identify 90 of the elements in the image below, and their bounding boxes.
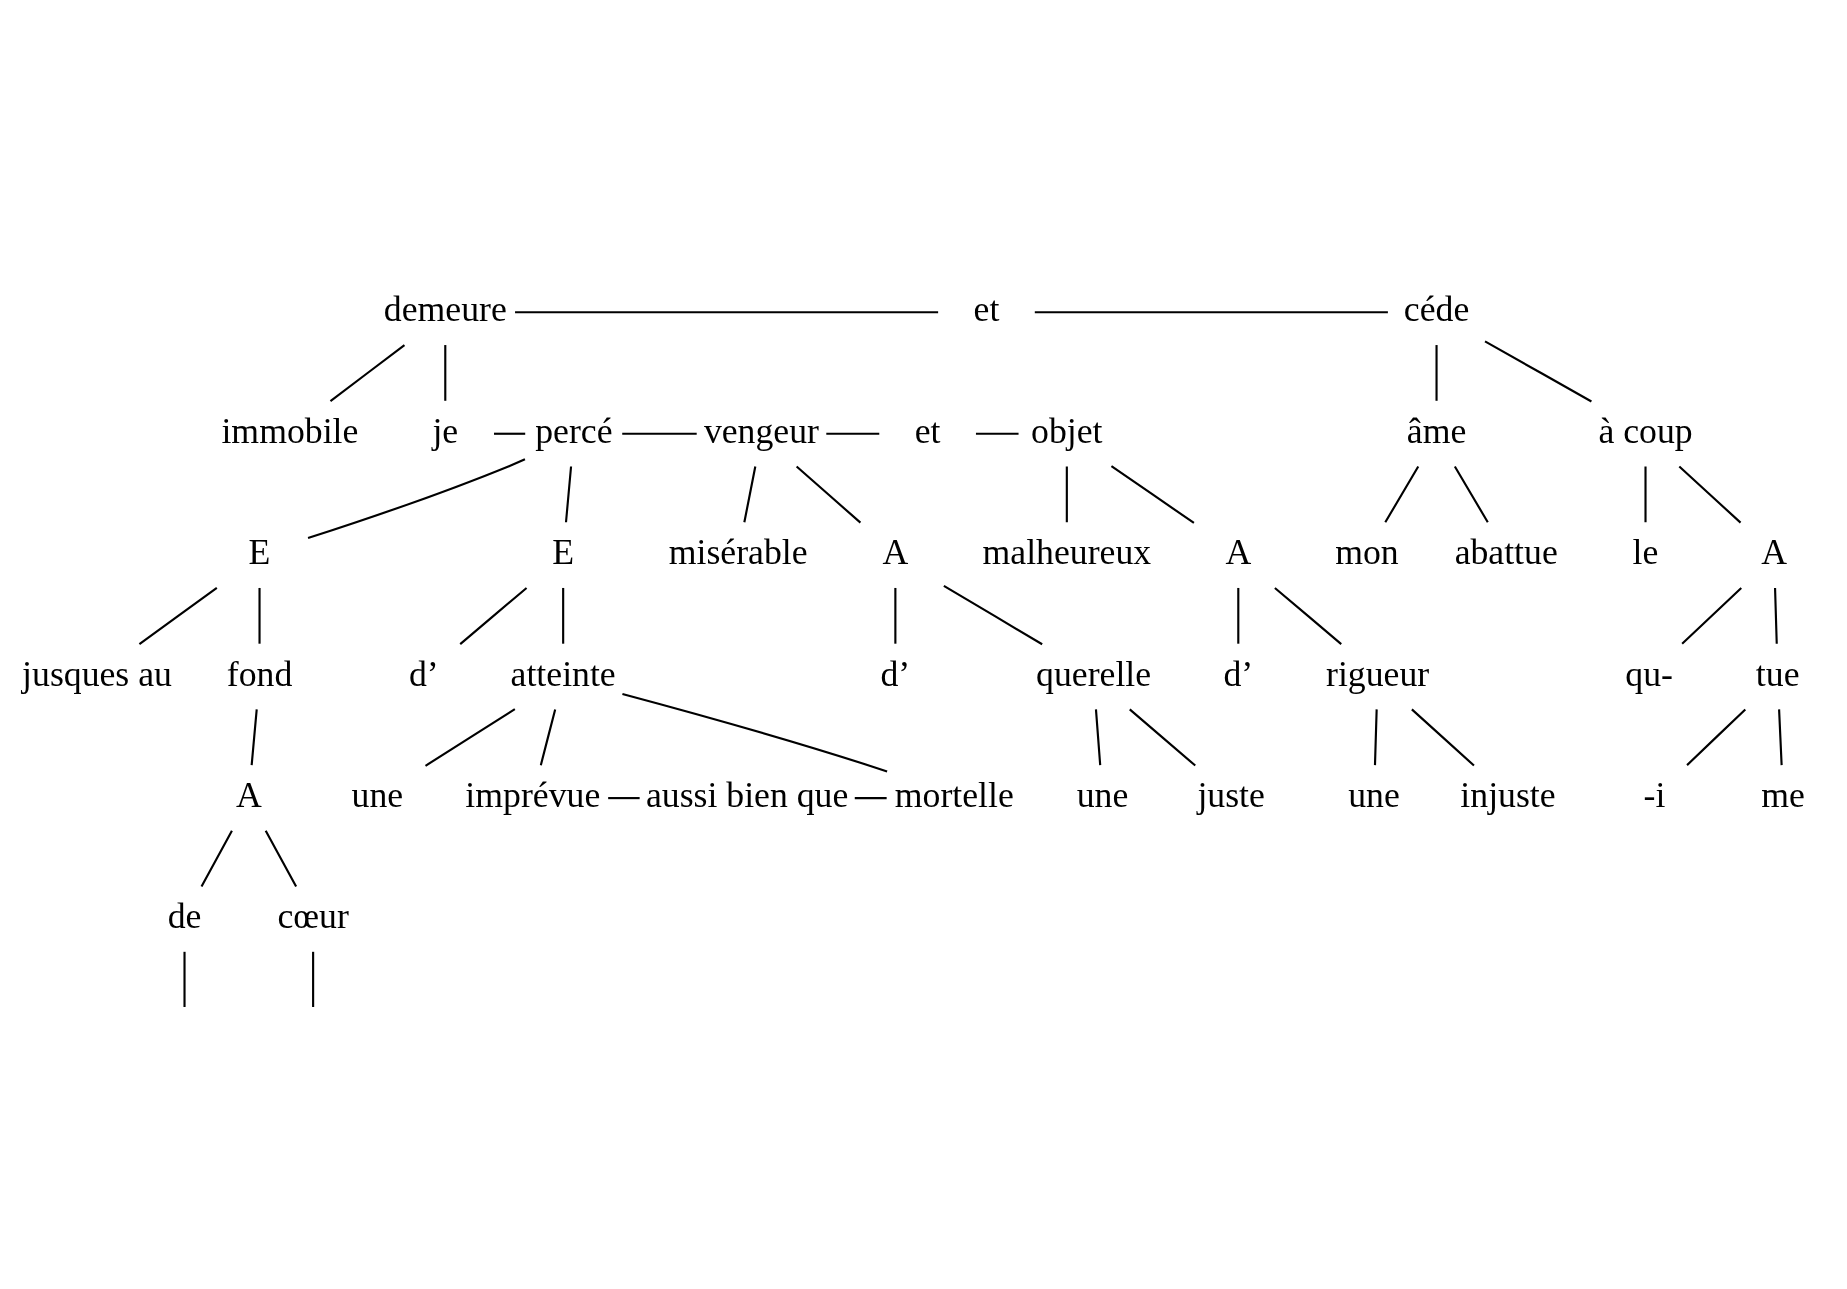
connector xyxy=(943,584,1043,646)
connector xyxy=(795,465,862,524)
connector xyxy=(1373,709,1378,766)
connector xyxy=(494,432,526,435)
node-text: me xyxy=(1761,775,1805,816)
node-text: A xyxy=(235,775,262,816)
connector xyxy=(854,797,887,800)
node-text: imprévue xyxy=(465,775,601,816)
node-text: une xyxy=(1348,775,1400,816)
node-text: E xyxy=(552,532,575,573)
node-text: mon xyxy=(1335,532,1399,573)
node-text: une xyxy=(351,775,404,816)
node-text: atteinte xyxy=(510,653,616,694)
node-text: qu- xyxy=(1625,653,1673,694)
connector xyxy=(1411,708,1475,767)
connector xyxy=(424,708,516,767)
connector xyxy=(1453,465,1489,523)
connector xyxy=(1644,466,1647,523)
node-text: de xyxy=(167,896,202,937)
connector xyxy=(622,432,697,435)
connector xyxy=(975,432,1019,435)
node-text: aussi bien que xyxy=(645,775,849,816)
connector xyxy=(1034,311,1388,314)
connector xyxy=(1384,465,1420,523)
node-text: injuste xyxy=(1460,775,1556,816)
node-text: fond xyxy=(226,653,293,694)
connector xyxy=(1678,465,1742,524)
node-text: d’ xyxy=(408,653,439,694)
node-text: mortelle xyxy=(894,775,1014,816)
node-text: tue xyxy=(1755,653,1800,694)
node-text: à coup xyxy=(1598,410,1693,451)
connector xyxy=(258,587,261,644)
connector xyxy=(894,587,897,644)
connector xyxy=(1435,345,1438,401)
connector xyxy=(183,951,186,1007)
connector xyxy=(515,311,939,314)
node-text: céde xyxy=(1403,289,1470,330)
node-text: cœur xyxy=(277,896,349,937)
connector xyxy=(459,587,528,645)
connector xyxy=(1778,709,1783,766)
connector xyxy=(1129,708,1196,767)
connector xyxy=(743,466,757,523)
connector xyxy=(826,432,880,435)
node-text: d’ xyxy=(880,653,911,694)
node-text: misérable xyxy=(668,532,808,573)
connector xyxy=(138,587,218,645)
node-text: immobile xyxy=(221,410,359,451)
connector xyxy=(329,344,406,403)
connector xyxy=(250,709,258,766)
connector xyxy=(622,692,888,773)
node-text: et xyxy=(914,410,941,451)
node-text: le xyxy=(1632,532,1659,573)
connector xyxy=(608,797,640,800)
connector xyxy=(1686,708,1747,766)
node-text: je xyxy=(432,410,459,451)
node-text: abattue xyxy=(1454,532,1558,573)
node-text: demeure xyxy=(383,289,507,330)
node-text: A xyxy=(1225,532,1252,573)
connector xyxy=(564,466,573,523)
connector xyxy=(539,709,557,766)
connector xyxy=(1110,465,1195,524)
node-text: A xyxy=(882,532,909,573)
connector xyxy=(1681,587,1742,645)
connector xyxy=(1774,587,1778,644)
connector xyxy=(1484,340,1592,403)
node-text: querelle xyxy=(1036,653,1152,694)
node-text: E xyxy=(248,532,271,573)
node-text: objet xyxy=(1031,410,1103,451)
node-text: une xyxy=(1076,775,1129,816)
connector xyxy=(1237,587,1240,644)
connector xyxy=(200,830,233,888)
node-text: vengeur xyxy=(703,410,819,451)
node-text: et xyxy=(973,289,1000,330)
connector xyxy=(1094,709,1102,766)
connector xyxy=(562,587,565,644)
node-text: percé xyxy=(535,410,613,451)
node-text: âme xyxy=(1406,410,1467,451)
node-text: d’ xyxy=(1223,653,1254,694)
connector xyxy=(307,458,526,540)
connector xyxy=(312,951,315,1007)
connector xyxy=(444,345,447,401)
connector xyxy=(1274,587,1342,645)
node-text: -i xyxy=(1643,775,1666,816)
node-text: malheureux xyxy=(982,532,1152,573)
node-text: rigueur xyxy=(1326,653,1430,694)
node-text: jusques au xyxy=(22,653,172,694)
connector xyxy=(264,830,298,888)
node-text: A xyxy=(1761,532,1788,573)
connector xyxy=(1065,466,1068,523)
node-text: juste xyxy=(1197,775,1265,816)
